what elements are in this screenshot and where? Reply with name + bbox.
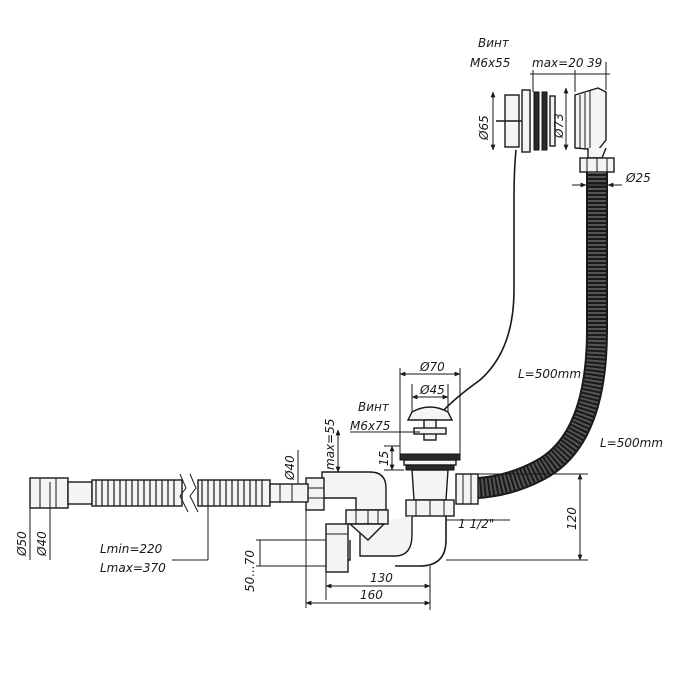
label-vint-top: Винт: [478, 36, 510, 50]
drain-plug: [406, 406, 454, 421]
siphon-elbow: [321, 471, 387, 511]
labels: Винт M6x55 max=20 39 Ø65 Ø73 Ø25 Ø70 Ø45…: [15, 36, 663, 602]
label-max-top: max=20: [532, 56, 584, 70]
outlet-end-fitting: [29, 477, 69, 509]
label-dia-73: Ø73: [552, 113, 566, 139]
label-dia-25: Ø25: [625, 171, 651, 185]
label-thread: 1 1/2": [458, 517, 494, 531]
label-dim-39: 39: [587, 56, 602, 70]
label-dia-65: Ø65: [477, 115, 491, 141]
label-lmin: Lmin=220: [100, 542, 163, 556]
label-dim-130: 130: [370, 571, 393, 585]
siphon-outlet: [325, 523, 349, 573]
label-dia-50: Ø50: [15, 531, 29, 557]
label-dia-45: Ø45: [419, 383, 445, 397]
label-screw-top: M6x55: [470, 56, 510, 70]
label-hose-length: L=500mm: [600, 436, 663, 450]
label-vint-mid: Винт: [358, 400, 390, 414]
outlet-hose: [29, 473, 309, 513]
drain-flange: [399, 453, 461, 461]
label-dim-50-70: 50...70: [243, 550, 257, 592]
drain-assembly: [399, 406, 479, 517]
overflow-washer: [533, 91, 540, 151]
label-dim-160: 160: [360, 588, 383, 602]
label-screw-mid: M6x75: [350, 419, 390, 433]
label-dim-15: 15: [377, 451, 391, 466]
dimension-lines: [29, 62, 622, 610]
control-cable: [441, 149, 517, 413]
label-max-mid: max=55: [323, 419, 337, 470]
label-dia-70: Ø70: [419, 360, 445, 374]
overflow-hose: [477, 172, 608, 499]
label-cable-length: L=500mm: [518, 367, 581, 381]
label-dia-40-right: Ø40: [283, 455, 297, 481]
label-dim-120: 120: [565, 507, 579, 530]
label-lmax: Lmax=370: [100, 561, 166, 575]
hose-connector: [455, 473, 479, 505]
label-dia-40-left: Ø40: [35, 531, 49, 557]
overflow-assembly: [496, 87, 615, 173]
siphon: [305, 471, 447, 573]
